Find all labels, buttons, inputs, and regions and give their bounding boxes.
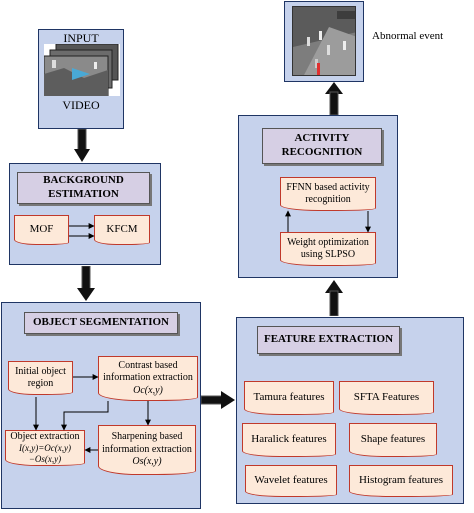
object-extraction-formula: I(x,y)=Oc(x,y)−Os(x,y) <box>18 443 72 465</box>
feature-tamura: Tamura features <box>244 381 334 415</box>
object-extraction-label: Object extraction <box>10 430 80 442</box>
sharpening-formula: Os(x,y) <box>132 456 162 468</box>
arrow-features-to-activity <box>325 280 343 316</box>
input-label: INPUT <box>63 31 99 45</box>
object-extraction-box: Object extraction I(x,y)=Oc(x,y)−Os(x,y) <box>5 430 85 466</box>
arrow-input-to-background <box>74 129 90 162</box>
input-video-frames <box>44 44 120 96</box>
contrast-extraction-label: Contrast based information extraction <box>103 359 193 384</box>
contrast-formula: Oc(x,y) <box>133 384 163 396</box>
ffnn-activity-box: FFNN based activity recognition <box>280 177 376 211</box>
feature-haralick: Haralick features <box>242 423 336 457</box>
background-estimation-title: BACKGROUND ESTIMATION <box>17 172 150 204</box>
feature-histogram: Histogram features <box>349 465 453 497</box>
arrow-activity-to-output <box>325 82 343 115</box>
feature-sfta: SFTA Features <box>339 381 434 415</box>
abnormal-event-frame <box>292 6 356 76</box>
video-label: VIDEO <box>62 98 100 112</box>
activity-recognition-title: ACTIVITY RECOGNITION <box>262 128 382 164</box>
kfcm-box: KFCM <box>94 215 150 245</box>
weight-optimization-box: Weight optimization using SLPSO <box>280 232 376 266</box>
object-segmentation-title: OBJECT SEGMENTATION <box>24 312 178 334</box>
abnormal-event-label: Abnormal event <box>372 30 444 42</box>
sharpening-extraction-label: Sharpening based information extraction <box>102 431 192 455</box>
initial-object-region-box: Initial object region <box>8 361 73 395</box>
mof-box: MOF <box>14 215 69 245</box>
arrow-background-to-segmentation <box>77 266 95 301</box>
feature-extraction-title: FEATURE EXTRACTION <box>257 326 400 354</box>
feature-wavelet: Wavelet features <box>245 465 337 497</box>
arrow-segmentation-to-features <box>201 391 235 409</box>
feature-shape: Shape features <box>349 423 437 457</box>
